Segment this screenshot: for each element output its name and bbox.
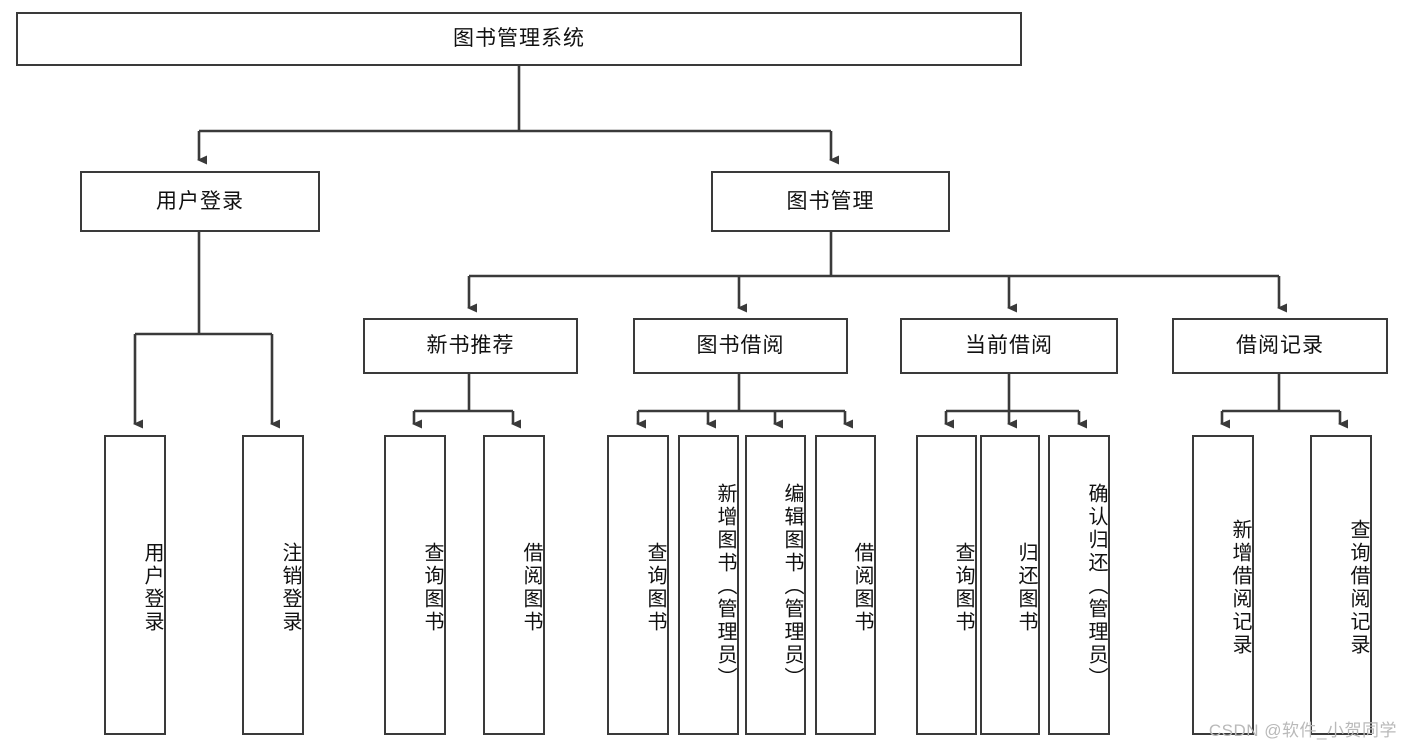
leaf-edit-book-admin[interactable]: 编辑图书（管理员）	[745, 435, 806, 735]
leaf-borrow-book-recommend[interactable]: 借阅图书	[483, 435, 545, 735]
node-label: 新书推荐	[426, 334, 515, 358]
node-label: 查询图书	[421, 542, 443, 634]
leaf-logout[interactable]: 注销登录	[242, 435, 304, 735]
leaf-add-book-admin[interactable]: 新增图书（管理员）	[678, 435, 739, 735]
node-label: 图书管理系统	[453, 27, 585, 51]
node-label: 借阅记录	[1236, 334, 1324, 358]
leaf-query-book-borrow[interactable]: 查询图书	[607, 435, 669, 735]
node-label: 查询借阅记录	[1347, 519, 1369, 657]
node-borrow-record[interactable]: 借阅记录	[1172, 318, 1388, 374]
node-book-management[interactable]: 图书管理	[711, 171, 950, 232]
node-label: 新增图书（管理员）	[714, 483, 736, 690]
leaf-confirm-return-admin[interactable]: 确认归还（管理员）	[1048, 435, 1110, 735]
node-book-borrow[interactable]: 图书借阅	[633, 318, 848, 374]
node-label: 借阅图书	[851, 542, 873, 634]
node-label: 查询图书	[952, 542, 974, 634]
leaf-return-book[interactable]: 归还图书	[980, 435, 1040, 735]
node-label: 用户登录	[156, 189, 244, 213]
node-label: 确认归还（管理员）	[1085, 483, 1107, 690]
leaf-query-book-recommend[interactable]: 查询图书	[384, 435, 446, 735]
node-label: 图书管理	[786, 189, 875, 213]
node-label: 编辑图书（管理员）	[781, 483, 803, 690]
leaf-user-login[interactable]: 用户登录	[104, 435, 166, 735]
node-label: 当前借阅	[965, 334, 1053, 358]
node-label: 用户登录	[141, 542, 163, 634]
node-new-book-recommend[interactable]: 新书推荐	[363, 318, 578, 374]
node-label: 图书借阅	[696, 334, 785, 358]
node-root-system[interactable]: 图书管理系统	[16, 12, 1022, 66]
node-label: 新增借阅记录	[1229, 519, 1251, 657]
watermark: CSDN @软件_小贺同学	[1208, 721, 1397, 740]
node-label: 查询图书	[644, 542, 666, 634]
node-label: 注销登录	[279, 542, 301, 634]
node-label: 归还图书	[1015, 542, 1037, 634]
node-label: 借阅图书	[520, 542, 542, 634]
leaf-query-borrow-record[interactable]: 查询借阅记录	[1310, 435, 1372, 735]
leaf-add-borrow-record[interactable]: 新增借阅记录	[1192, 435, 1254, 735]
leaf-borrow-book[interactable]: 借阅图书	[815, 435, 876, 735]
node-current-borrow[interactable]: 当前借阅	[900, 318, 1118, 374]
node-user-login[interactable]: 用户登录	[80, 171, 320, 232]
leaf-query-book-current[interactable]: 查询图书	[916, 435, 977, 735]
